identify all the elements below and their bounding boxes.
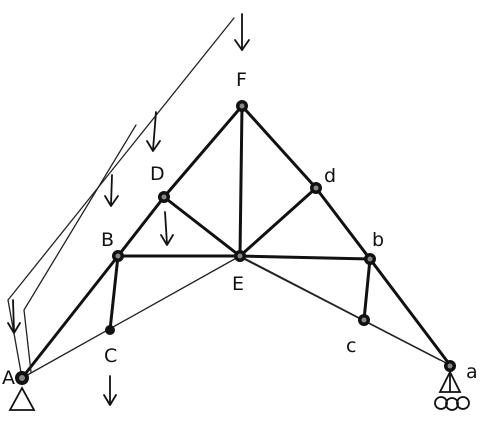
down-arrow-icon (146, 111, 161, 152)
label-B: B (101, 229, 114, 251)
members (20, 104, 452, 380)
member-B-C (108, 254, 120, 332)
load-line-outer (7, 17, 235, 379)
member-F-d (240, 104, 318, 190)
label-A: A (2, 367, 15, 389)
load-line-inner (23, 124, 137, 373)
member-d-E (238, 186, 318, 258)
label-c: c (346, 335, 356, 357)
member-D-E (162, 195, 242, 258)
label-C: C (104, 345, 117, 367)
member-E-b (238, 254, 372, 261)
joint-c (358, 314, 370, 326)
joint-labels: F D d B b E C c A a (2, 69, 478, 389)
label-a: a (466, 361, 478, 383)
load-arrows (7, 13, 250, 406)
down-arrow-icon (7, 299, 21, 334)
tie-E-a-2 (243, 258, 441, 361)
tie-lines (21, 255, 451, 379)
joint-C (105, 325, 115, 335)
member-D-F (162, 104, 244, 199)
load-lines (7, 17, 235, 379)
triangle-pin-support-icon (8, 386, 36, 411)
member-F-E (238, 104, 244, 258)
tie-A-E (21, 255, 241, 379)
label-D: D (150, 163, 165, 185)
label-E: E (232, 273, 244, 295)
down-arrow-icon (160, 211, 174, 246)
member-d-b (314, 186, 372, 261)
member-b-c (362, 257, 372, 322)
label-b: b (372, 229, 384, 251)
joint-b (364, 253, 376, 265)
joint-a (444, 360, 456, 372)
label-F: F (236, 69, 247, 91)
label-d: d (324, 165, 336, 187)
joint-B (112, 250, 124, 262)
roller-support-icon (434, 369, 470, 411)
joint-F (236, 100, 248, 112)
joint-A (15, 371, 29, 385)
down-arrow-icon (104, 174, 119, 207)
joint-E (234, 250, 246, 262)
down-arrow-icon (103, 375, 117, 406)
joint-D (158, 191, 170, 203)
joint-d (310, 182, 322, 194)
member-b-a (368, 257, 452, 367)
member-A-B (20, 254, 120, 380)
joints (15, 100, 456, 385)
down-arrow-icon (234, 13, 250, 51)
member-B-D (116, 195, 166, 258)
